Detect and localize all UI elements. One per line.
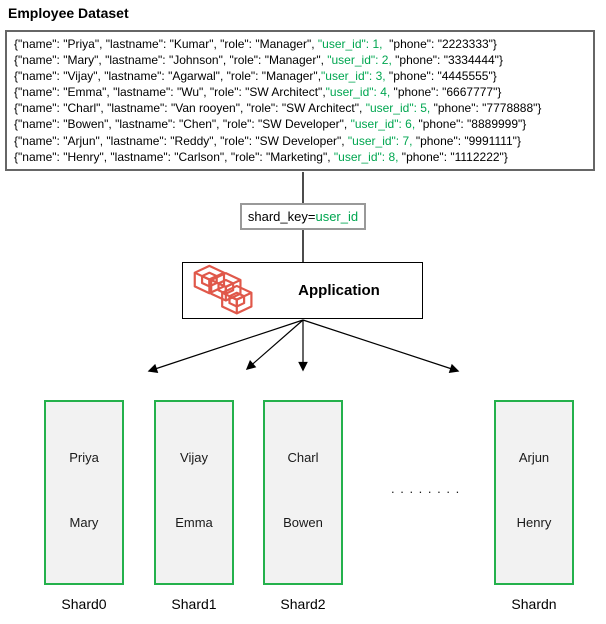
dataset-records: {"name": "Priya", "lastname": "Kumar", "… [14, 36, 593, 165]
record-line: {"name": "Mary", "lastname": "Johnson", … [14, 52, 593, 68]
record-prefix: {"name": "Bowen", "lastname": "Chen", "r… [14, 117, 351, 132]
record-line: {"name": "Emma", "lastname": "Wu", "role… [14, 84, 593, 100]
record-suffix: "phone": "7778888"} [430, 101, 542, 116]
record-user-id: "user_id": 7, [347, 133, 413, 148]
record-line: {"name": "Charl", "lastname": "Van rooye… [14, 100, 593, 116]
record-user-id: "user_id": 4, [325, 85, 391, 100]
record-suffix: "phone": "8889999"} [415, 117, 527, 132]
shard-label-shard2: Shard2 [280, 596, 326, 612]
record-suffix: "phone": "9991111"} [412, 133, 521, 148]
shard-name: Mary [69, 515, 99, 530]
page-title: Employee Dataset [8, 5, 129, 21]
shard-key-value: user_id [315, 209, 359, 224]
record-prefix: {"name": "Mary", "lastname": "Johnson", … [14, 53, 328, 68]
record-suffix: "phone": "4445555"} [385, 69, 497, 84]
shard-key-prefix: shard_key= [247, 209, 316, 224]
record-prefix: {"name": "Arjun", "lastname": "Reddy", "… [14, 133, 348, 148]
record-user-id: "user_id": 5, [365, 101, 431, 116]
arrow-to-shard1 [245, 319, 304, 370]
record-suffix: "phone": "3334444"} [391, 53, 503, 68]
shard-name: Bowen [283, 515, 323, 530]
shard-label-shardn: Shardn [511, 596, 557, 612]
record-prefix: {"name": "Priya", "lastname": "Kumar", "… [14, 37, 318, 51]
shard-name: Priya [69, 450, 99, 465]
application-box: Application [182, 262, 423, 319]
record-prefix: {"name": "Charl", "lastname": "Van rooye… [14, 101, 366, 116]
record-line: {"name": "Bowen", "lastname": "Chen", "r… [14, 116, 593, 132]
record-line: {"name": "Henry", "lastname": "Carlson",… [14, 149, 593, 165]
shard-name: Vijay [180, 450, 208, 465]
record-prefix: {"name": "Emma", "lastname": "Wu", "role… [14, 85, 326, 100]
arrow-to-shardn [302, 319, 460, 374]
record-suffix: "phone": "1112222"} [398, 149, 508, 164]
shard-key-box: shard_key=user_id [240, 203, 366, 230]
shard-name: Henry [516, 515, 552, 530]
shard-name: Emma [175, 515, 213, 530]
shard-label-shard0: Shard0 [61, 596, 107, 612]
shard-name: Charl [287, 450, 319, 465]
record-suffix: "phone": "6667777"} [390, 85, 502, 100]
record-line: {"name": "Vijay", "lastname": "Agarwal",… [14, 68, 593, 84]
record-user-id: "user_id": 8, [333, 149, 399, 164]
record-prefix: {"name": "Vijay", "lastname": "Agarwal",… [14, 69, 322, 84]
record-prefix: {"name": "Henry", "lastname": "Carlson",… [14, 149, 334, 164]
ellipsis-dots: . . . . . . . . [391, 481, 461, 496]
containers-icon [193, 264, 253, 315]
shard-name: Arjun [518, 450, 550, 465]
shard-label-shard1: Shard1 [171, 596, 217, 612]
application-label: Application [298, 282, 380, 299]
record-user-id: "user_id": 6, [350, 117, 416, 132]
record-line: {"name": "Priya", "lastname": "Kumar", "… [14, 36, 593, 52]
record-suffix: "phone": "2223333"} [382, 37, 497, 51]
employee-dataset-box: {"name": "Priya", "lastname": "Kumar", "… [5, 30, 595, 171]
arrow-to-shard0 [147, 319, 304, 373]
record-line: {"name": "Arjun", "lastname": "Reddy", "… [14, 133, 593, 149]
record-user-id: "user_id": 1, [317, 37, 383, 51]
record-user-id: "user_id": 2, [327, 53, 392, 68]
record-user-id: "user_id": 3, [321, 69, 386, 84]
